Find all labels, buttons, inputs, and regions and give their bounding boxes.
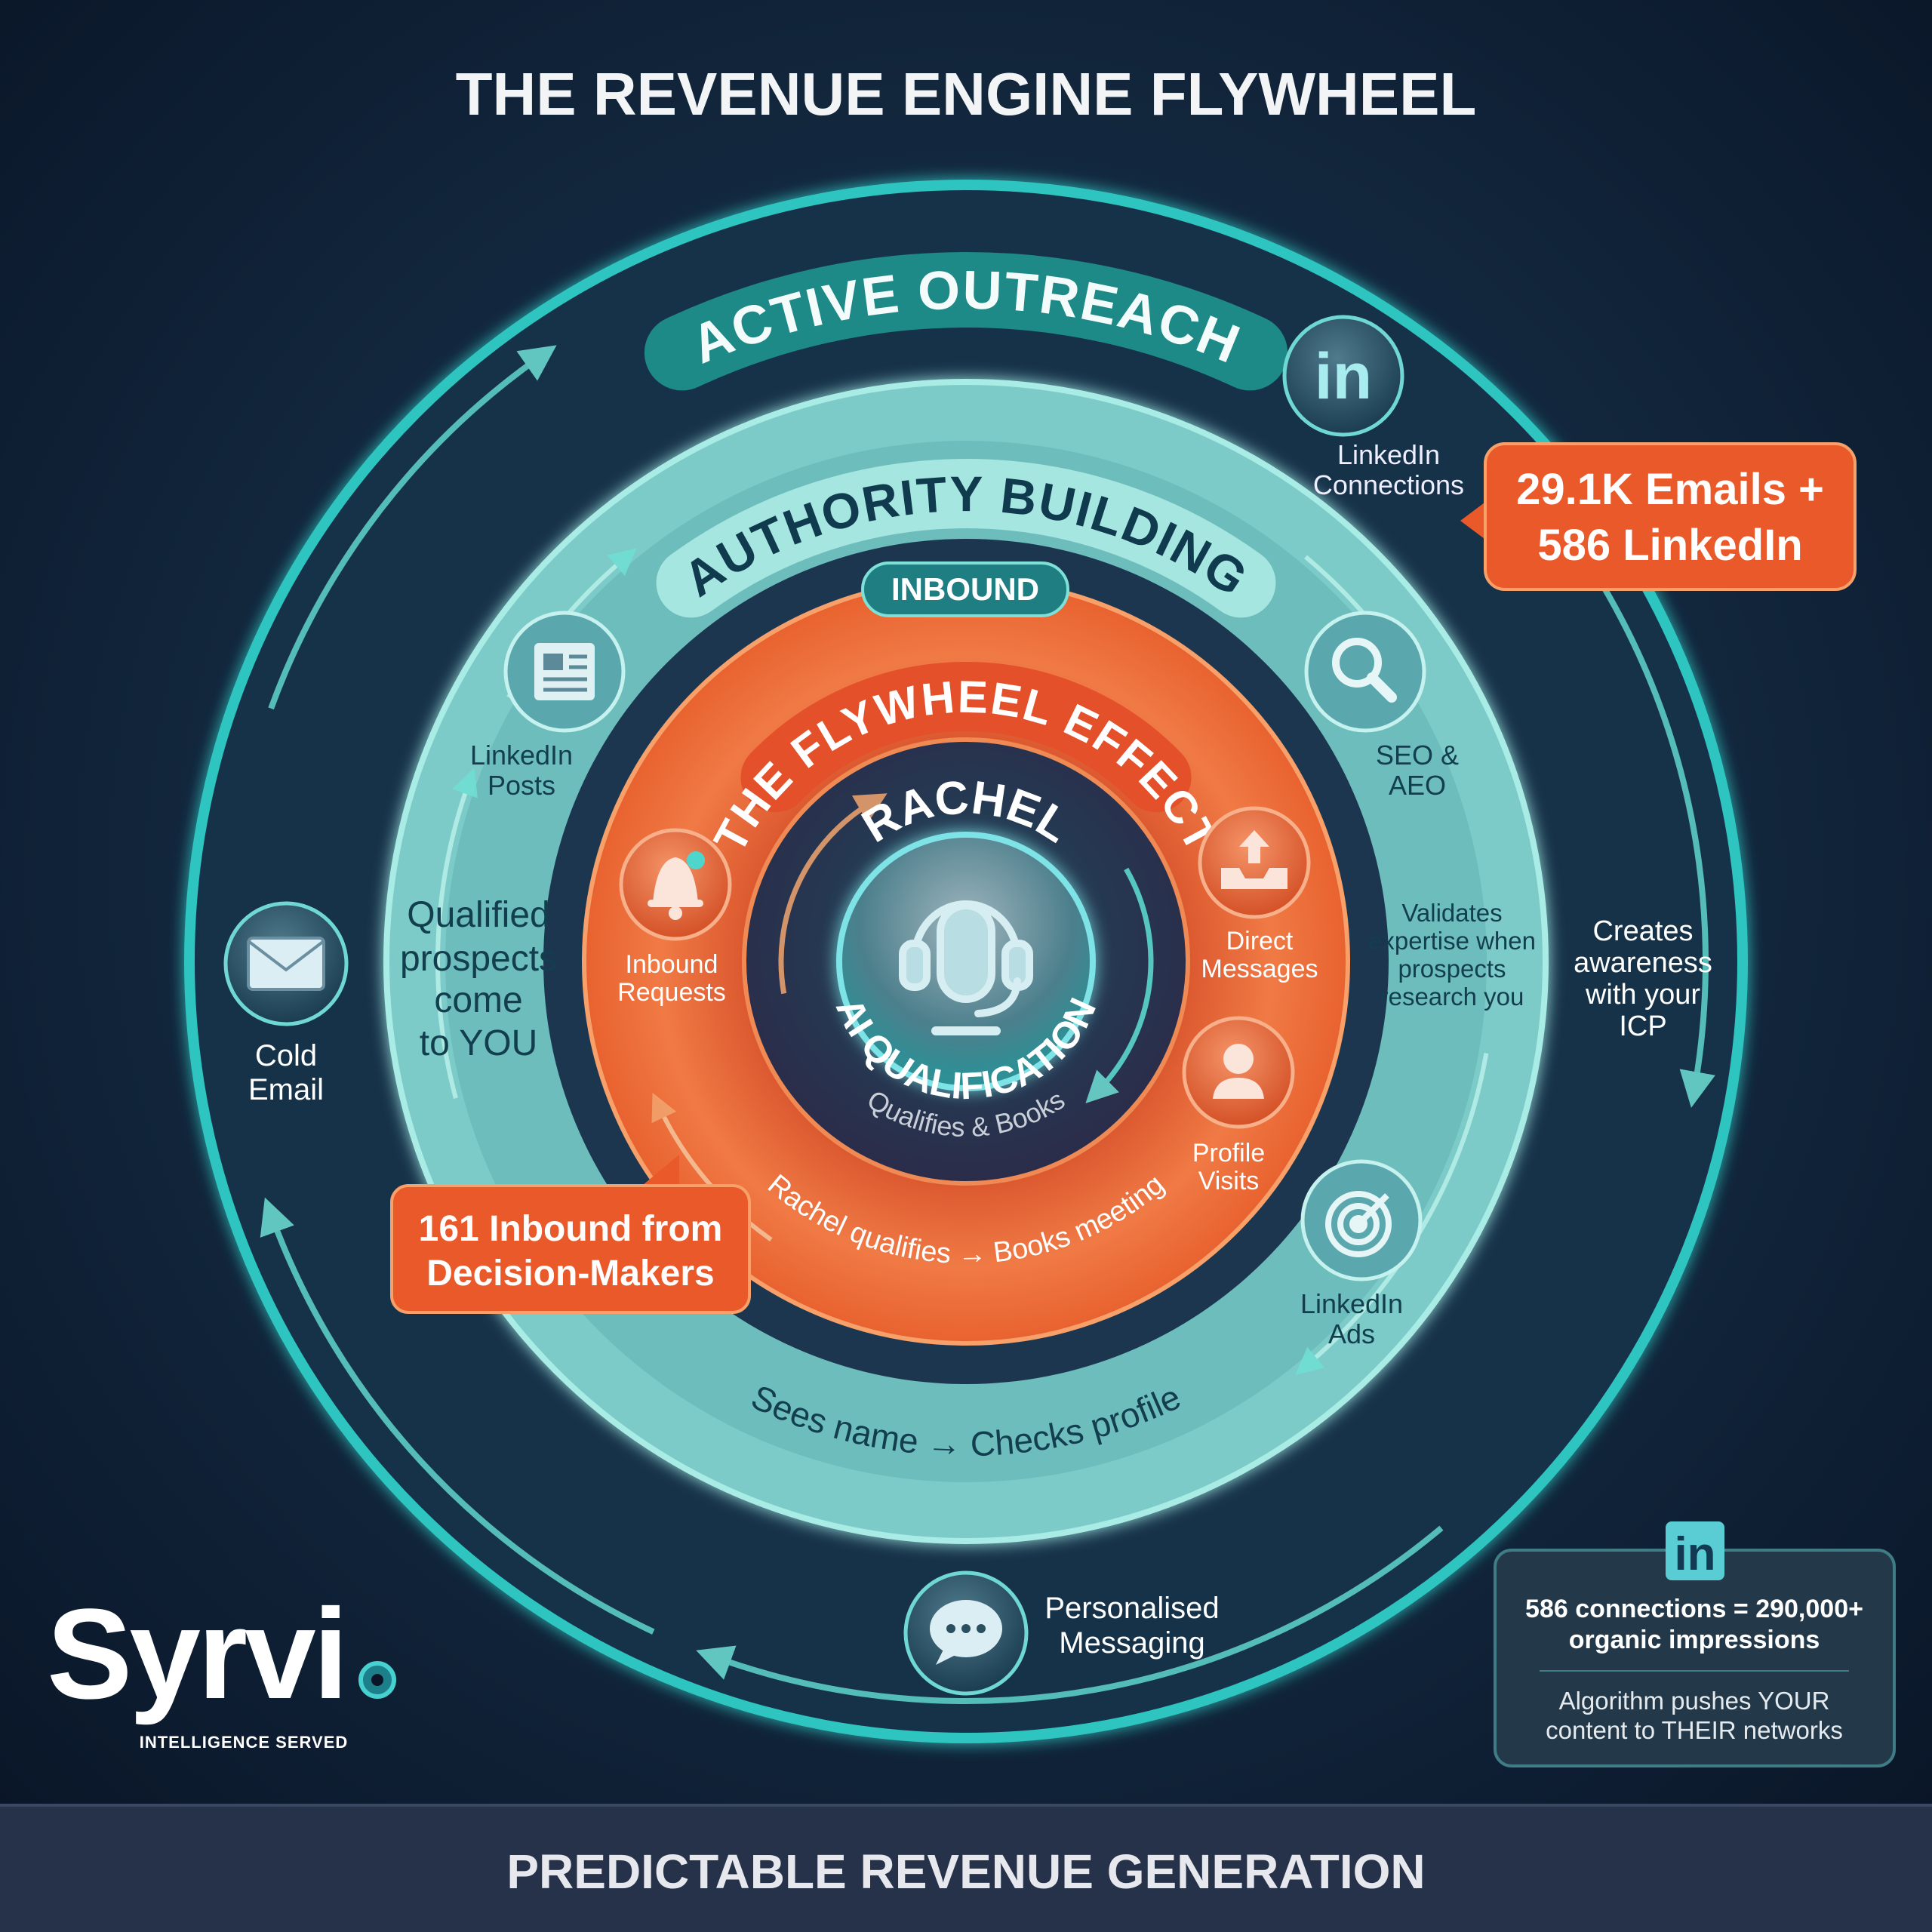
logo-tagline: INTELLIGENCE SERVED xyxy=(140,1733,349,1752)
info-headline: 586 connections = 290,000+ xyxy=(1525,1595,1863,1623)
flow-arrows xyxy=(260,345,1715,1704)
linkedin-badge-icon xyxy=(1666,1521,1724,1580)
node-label: Requests xyxy=(617,978,726,1007)
flow-arrow xyxy=(435,768,478,1099)
active-outreach-pill xyxy=(644,252,1288,391)
page-title: THE REVENUE ENGINE FLYWHEEL xyxy=(456,60,1477,128)
linkedin-connections-node[interactable]: in LinkedIn Connections xyxy=(1282,315,1464,500)
node-label: Direct xyxy=(1226,927,1294,955)
note-line: ICP xyxy=(1619,1011,1666,1042)
note-line: Validates xyxy=(1401,899,1502,927)
emails-linkedin-callout: 29.1K Emails + 586 LinkedIn xyxy=(1460,442,1857,591)
inbound-badge-text: INBOUND xyxy=(891,571,1039,607)
headset-icon xyxy=(899,900,1033,1035)
inbound-decision-makers-callout: 161 Inbound from Decision-Makers xyxy=(390,1155,751,1314)
footer-band xyxy=(0,1805,1932,1932)
footer-text: PREDICTABLE REVENUE GENERATION xyxy=(506,1844,1425,1899)
envelope-icon xyxy=(247,937,325,991)
note-line: come xyxy=(434,980,522,1020)
flow-arrow xyxy=(1295,1053,1489,1375)
linkedin-posts-node[interactable]: LinkedIn Posts xyxy=(470,611,626,801)
node-label: AEO xyxy=(1389,770,1446,801)
flow-arrow xyxy=(268,345,557,710)
personalised-messaging-node[interactable]: Personalised Messaging xyxy=(903,1571,1220,1696)
bell-icon xyxy=(648,851,705,920)
node-label: SEO & xyxy=(1376,740,1459,771)
node-label: Posts xyxy=(488,770,555,801)
node-label: Ads xyxy=(1328,1318,1375,1349)
linkedin-ads-node[interactable]: LinkedIn Ads xyxy=(1300,1159,1423,1349)
callout-line: Decision-Makers xyxy=(426,1254,715,1294)
node-label: Connections xyxy=(1313,469,1464,500)
note-line: prospects xyxy=(1398,955,1506,983)
node-label: Profile xyxy=(1192,1139,1265,1168)
linkedin-impressions-box: in 586 connections = 290,000+ organic im… xyxy=(1494,1521,1896,1767)
note-line: awareness xyxy=(1574,947,1712,979)
note-line: Qualified xyxy=(407,895,549,935)
node-label: Email xyxy=(248,1073,324,1106)
node-label: Personalised xyxy=(1044,1592,1219,1625)
node-label: Messaging xyxy=(1059,1626,1204,1660)
note-line: prospects xyxy=(400,939,557,979)
target-icon xyxy=(1325,1191,1392,1257)
linkedin-icon: in xyxy=(1315,340,1372,413)
node-label: LinkedIn xyxy=(1337,439,1440,470)
syrvi-logo: Syrvi INTELLIGENCE SERVED xyxy=(47,1583,396,1752)
note-line: Creates xyxy=(1592,915,1693,947)
node-label: Messages xyxy=(1201,955,1318,983)
node-label: Cold xyxy=(255,1039,317,1072)
note-line: with your xyxy=(1585,979,1700,1011)
direct-messages-node[interactable]: Direct Messages xyxy=(1198,806,1318,983)
callout-line: 586 LinkedIn xyxy=(1537,521,1802,570)
note-line: expertise when xyxy=(1368,927,1536,955)
user-icon xyxy=(1213,1044,1264,1099)
authority-building-pill xyxy=(656,459,1276,618)
node-circle xyxy=(1282,315,1404,437)
flow-arrow xyxy=(1085,867,1154,1104)
info-headline: organic impressions xyxy=(1569,1626,1820,1654)
inbound-requests-node[interactable]: Inbound Requests xyxy=(617,828,732,1007)
cold-email-node[interactable]: Cold Email xyxy=(223,901,349,1106)
search-icon xyxy=(1332,638,1397,703)
document-icon xyxy=(534,643,595,700)
inbound-badge xyxy=(861,561,1069,617)
info-body: Algorithm pushes YOUR xyxy=(1559,1687,1830,1715)
flow-arrow xyxy=(696,1525,1444,1704)
flow-arrow xyxy=(260,1197,655,1635)
node-label: Inbound xyxy=(626,950,718,979)
creates-awareness-note: Creates awareness with your ICP xyxy=(1574,915,1712,1042)
upload-tray-icon xyxy=(1221,830,1287,889)
flow-arrow xyxy=(778,793,888,995)
flow-arrow xyxy=(651,1092,773,1242)
node-circle xyxy=(1304,611,1426,733)
qualified-prospects-note: Qualified prospects come to YOU xyxy=(400,895,557,1063)
callout-line: 29.1K Emails + xyxy=(1516,465,1824,514)
chat-bubble-icon xyxy=(930,1600,1002,1665)
note-line: to YOU xyxy=(420,1023,538,1063)
info-body: content to THEIR networks xyxy=(1546,1716,1843,1744)
seo-aeo-node[interactable]: SEO & AEO xyxy=(1304,611,1459,801)
callout-line: 161 Inbound from xyxy=(419,1209,723,1249)
linkedin-badge-glyph: in xyxy=(1674,1528,1715,1580)
note-line: research you xyxy=(1380,983,1524,1011)
validates-expertise-note: Validates expertise when prospects resea… xyxy=(1368,899,1536,1011)
node-label: LinkedIn xyxy=(470,740,573,771)
node-label: LinkedIn xyxy=(1300,1288,1403,1319)
node-label: Visits xyxy=(1198,1167,1260,1195)
logo-wordmark: Syrvi xyxy=(47,1583,346,1726)
flywheel-effect-pill xyxy=(740,662,1192,813)
profile-visits-node[interactable]: Profile Visits xyxy=(1182,1016,1295,1195)
